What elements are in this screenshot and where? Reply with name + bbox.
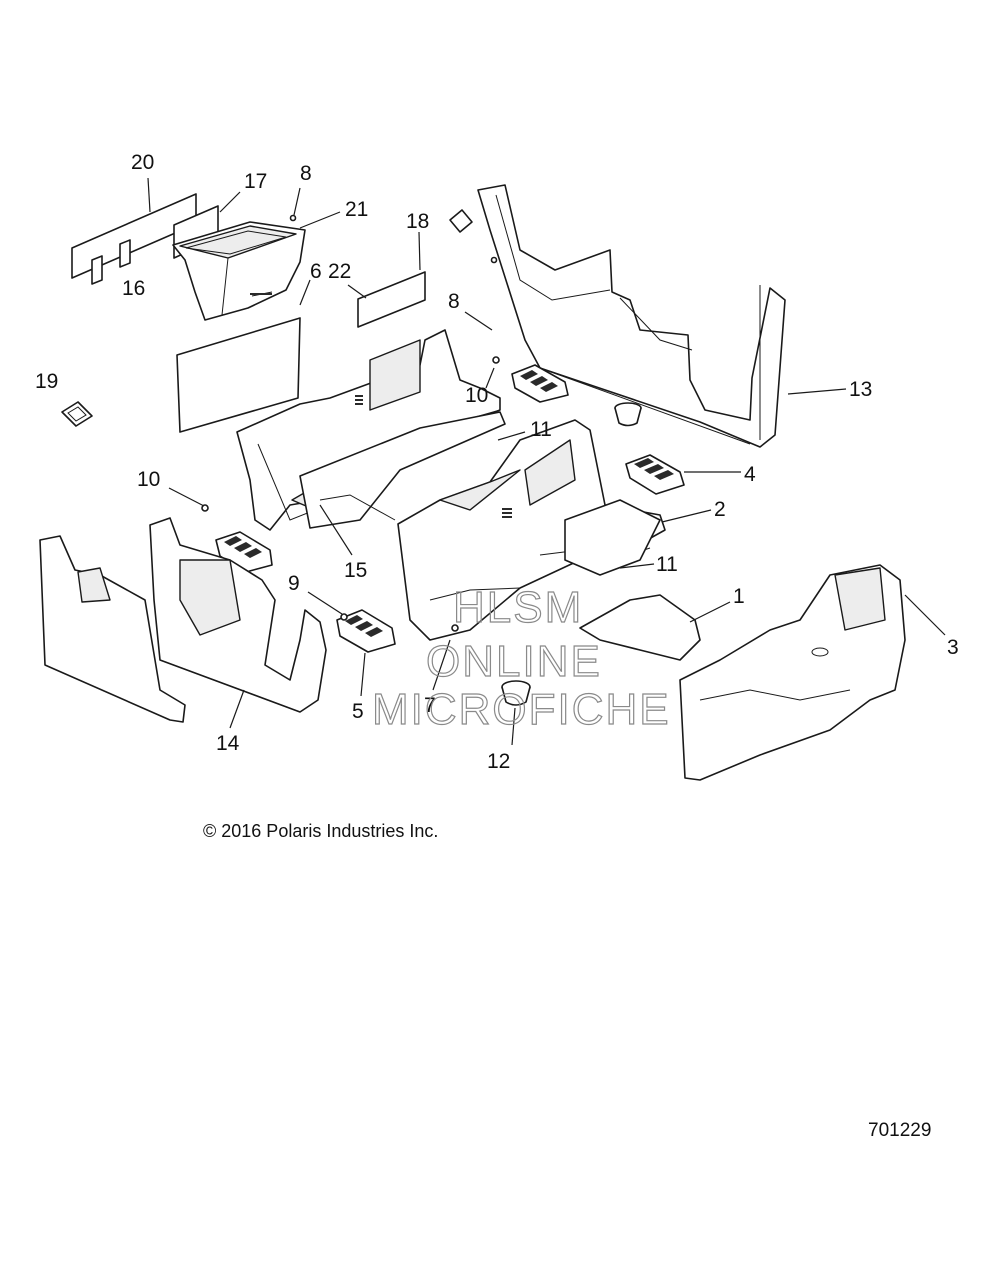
part-5-footrest: [336, 609, 396, 653]
part-13-rear-panel: [477, 184, 786, 448]
part-10-clip-a: [201, 504, 209, 512]
part-12-cup-holder: [501, 680, 531, 706]
callout-17: 17: [244, 170, 267, 193]
part-14-left-panel: [39, 517, 327, 723]
callout-10: 10: [465, 384, 488, 407]
part-cup-holder-upper: [614, 402, 642, 427]
part-6-panel: [176, 291, 301, 433]
part-8-fastener-b: [490, 256, 498, 264]
part-16-labels: [91, 239, 131, 285]
callout-10: 10: [137, 468, 160, 491]
callout-15: 15: [344, 559, 367, 582]
callout-18: 18: [406, 210, 429, 233]
callout-13: 13: [849, 378, 872, 401]
part-2-floor-extension: [564, 499, 661, 576]
part-15-floor-pan: [299, 411, 506, 529]
callout-8: 8: [300, 162, 312, 185]
part-18-decal: [357, 271, 426, 328]
part-8-fastener-a: [289, 214, 297, 222]
callout-6: 6: [310, 260, 322, 283]
callout-8: 8: [448, 290, 460, 313]
part-grommet-small: [449, 209, 473, 233]
callout-11: 11: [656, 553, 678, 576]
watermark-line-3: MICROFICHE: [372, 685, 671, 734]
callout-20: 20: [131, 151, 154, 174]
callout-3: 3: [947, 636, 959, 659]
part-10-clip-b: [492, 356, 500, 364]
copyright-notice: © 2016 Polaris Industries Inc.: [203, 821, 439, 841]
part-1-kick-panel: [579, 594, 701, 661]
callout-9: 9: [288, 572, 300, 595]
callout-4: 4: [744, 463, 756, 486]
callout-16: 16: [122, 277, 145, 300]
part-11-front-floor: [397, 419, 666, 641]
callout-21: 21: [345, 198, 368, 221]
part-3-front-dash: [679, 564, 906, 781]
leader-lines: [147, 177, 946, 746]
watermark-line-2: ONLINE: [426, 637, 602, 686]
callout-11: 11: [530, 418, 552, 441]
part-4-footrest: [625, 454, 685, 495]
callout-12: 12: [487, 750, 510, 773]
callout-1: 1: [733, 585, 745, 608]
callout-7: 7: [424, 694, 436, 717]
part-9-fastener: [340, 613, 348, 621]
callout-5: 5: [352, 700, 364, 723]
part-7-fastener: [451, 624, 459, 632]
part-footrest-upper: [511, 364, 569, 403]
callout-14: 14: [216, 732, 240, 755]
drawing-number: 701229: [868, 1120, 932, 1141]
watermark: HLSM ONLINE MICROFICHE: [371, 582, 671, 734]
callout-19: 19: [35, 370, 58, 393]
part-21-storage-bin: [172, 221, 306, 321]
watermark-line-1: HLSM: [453, 583, 583, 632]
callout-2: 2: [714, 498, 726, 521]
callout-22: 22: [328, 260, 351, 283]
part-19-grommet: [61, 401, 93, 427]
